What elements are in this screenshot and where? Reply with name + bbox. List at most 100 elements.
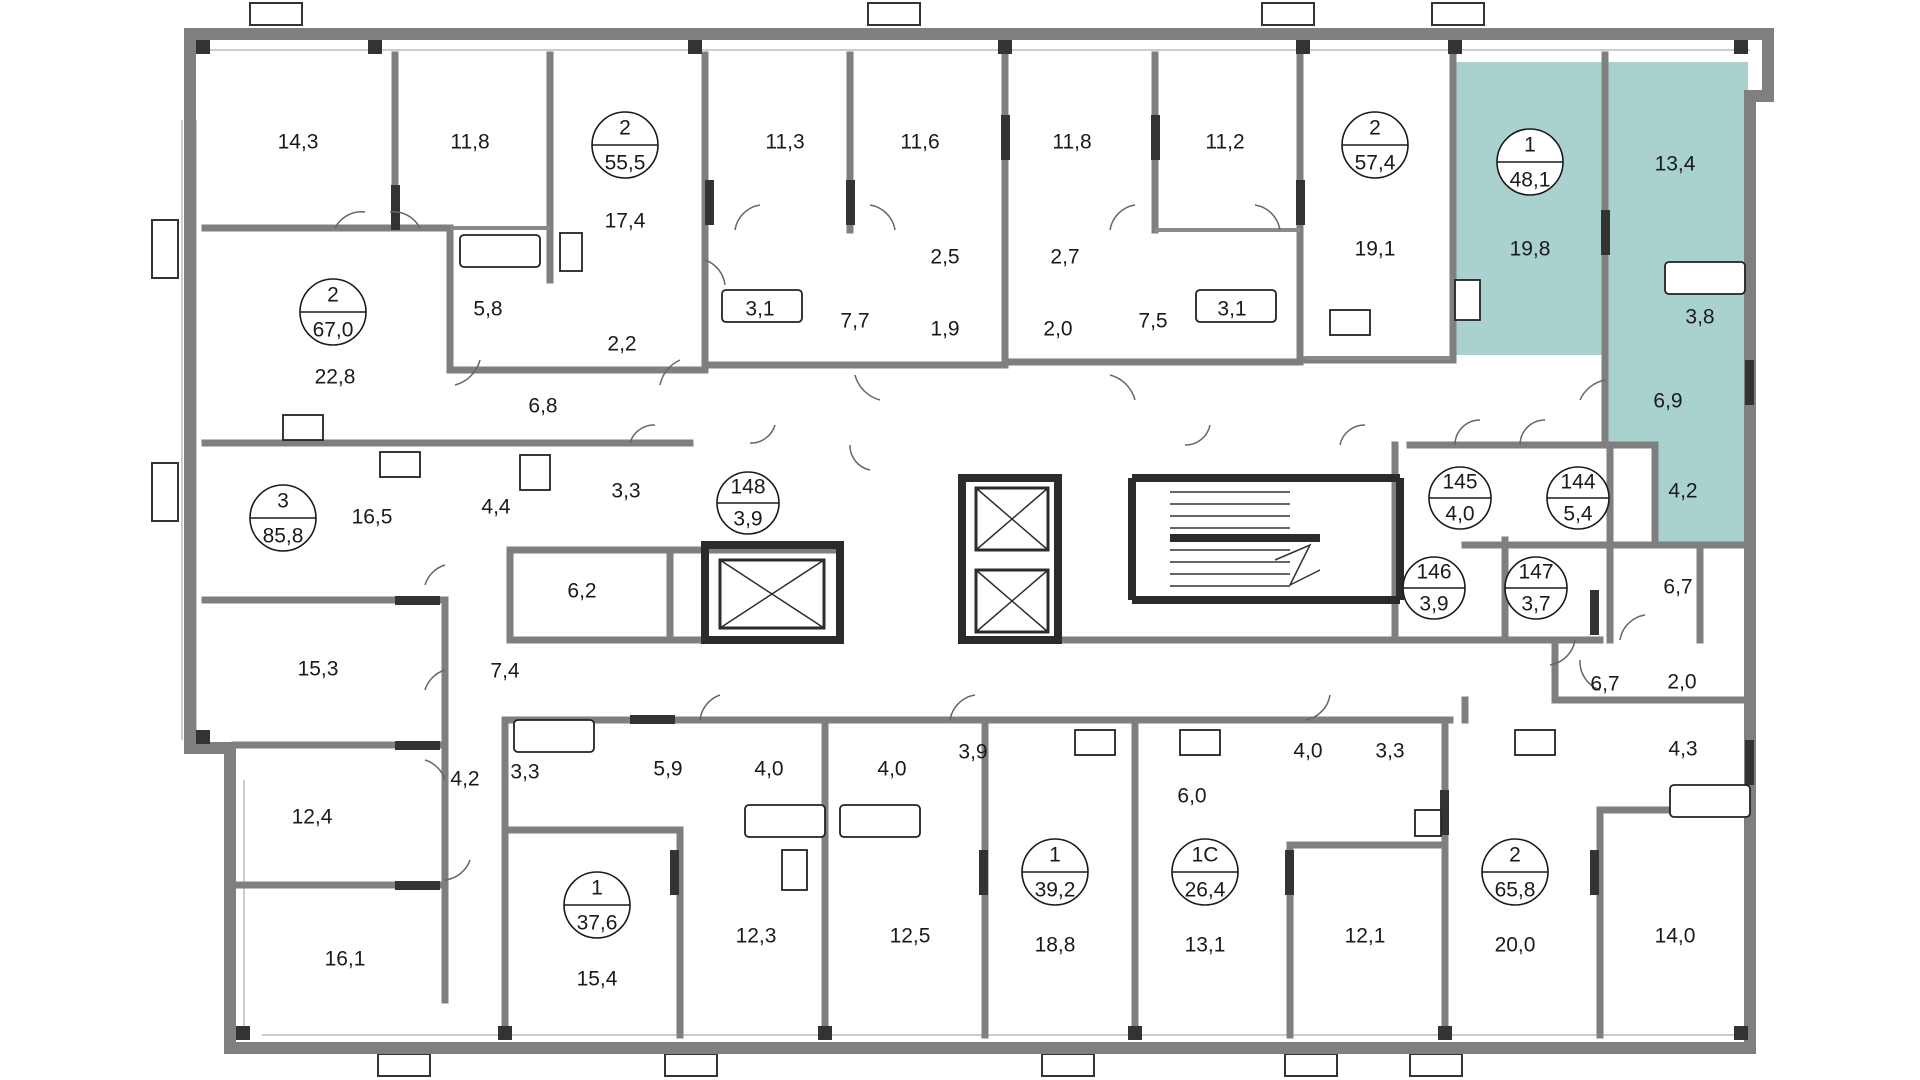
sink-icon xyxy=(559,232,583,272)
room-area: 5,9 xyxy=(653,758,682,781)
shower-icon xyxy=(1414,809,1442,837)
room-area: 3,1 xyxy=(1217,298,1246,321)
room-area: 14,3 xyxy=(278,131,319,154)
storage-number: 146 xyxy=(1416,561,1451,584)
kitchen-sink-icon xyxy=(1074,729,1116,756)
room-area: 11,8 xyxy=(1052,131,1091,154)
room-area: 2,7 xyxy=(1050,246,1079,269)
room-area: 20,0 xyxy=(1495,934,1536,957)
storage-area: 3,7 xyxy=(1521,593,1550,616)
room-area: 4,3 xyxy=(1668,738,1697,761)
room-area: 3,3 xyxy=(1375,740,1404,763)
bathtub-icon xyxy=(839,804,921,838)
room-area: 3,9 xyxy=(958,741,987,764)
kitchen-sink-icon xyxy=(1179,729,1221,756)
room-area: 11,3 xyxy=(765,131,804,154)
bathtub-icon xyxy=(744,804,826,838)
room-area: 1,9 xyxy=(930,318,959,341)
room-area: 4,0 xyxy=(877,758,906,781)
storage-number: 148 xyxy=(730,476,765,499)
storage-area: 3,9 xyxy=(733,508,762,531)
fixtures xyxy=(282,232,1751,891)
apartment-area: 85,8 xyxy=(263,525,304,548)
room-area: 4,0 xyxy=(1293,740,1322,763)
room-area: 6,7 xyxy=(1590,673,1619,696)
apartment-area: 57,4 xyxy=(1355,152,1396,175)
room-area: 11,8 xyxy=(450,131,489,154)
elevator-core xyxy=(701,474,1404,644)
room-area: 6,9 xyxy=(1653,390,1682,413)
room-area: 2,2 xyxy=(607,333,636,356)
room-area: 19,8 xyxy=(1510,238,1551,261)
room-area: 13,4 xyxy=(1655,153,1696,176)
room-area: 11,2 xyxy=(1205,131,1244,154)
room-area: 7,4 xyxy=(490,660,520,683)
room-area: 16,1 xyxy=(325,948,366,971)
kitchen-sink-icon xyxy=(781,849,808,891)
storage-badge[interactable]: 148 3,9 xyxy=(716,471,780,535)
bathtub-icon xyxy=(459,234,541,268)
room-area: 22,8 xyxy=(315,366,356,389)
apartment-badge[interactable]: 1 37,6 xyxy=(563,871,631,939)
storage-area: 5,4 xyxy=(1563,503,1593,526)
apartment-badge[interactable]: 2 65,8 xyxy=(1481,838,1549,906)
room-area: 6,0 xyxy=(1177,785,1206,808)
apartment-badges: 2 55,5 2 57,4 1 48,1 2 67,0 3 85,8 xyxy=(249,111,1564,939)
apartment-badge[interactable]: 1 48,1 xyxy=(1496,128,1564,196)
apartment-rooms: 1 xyxy=(1049,844,1061,867)
storage-badge[interactable]: 144 5,4 xyxy=(1546,466,1610,530)
room-area: 2,0 xyxy=(1667,671,1696,694)
apartment-area: 67,0 xyxy=(313,319,354,342)
storage-number: 144 xyxy=(1560,471,1595,494)
apartment-badge[interactable]: 2 67,0 xyxy=(299,278,367,346)
kitchen-sink-icon xyxy=(1514,729,1556,756)
room-area: 6,8 xyxy=(528,395,557,418)
apartment-rooms: 1 xyxy=(591,877,603,900)
storage-area: 4,0 xyxy=(1445,503,1474,526)
apartment-badge[interactable]: 3 85,8 xyxy=(249,484,317,552)
kitchen-sink-icon xyxy=(282,414,324,441)
room-area: 6,7 xyxy=(1663,576,1692,599)
room-area: 19,1 xyxy=(1355,238,1396,261)
room-area: 18,8 xyxy=(1035,934,1076,957)
room-area: 4,2 xyxy=(450,768,479,791)
storage-badge[interactable]: 145 4,0 xyxy=(1428,466,1492,530)
bathtub-icon xyxy=(721,289,803,323)
kitchen-sink-icon xyxy=(1454,279,1481,321)
storage-badge[interactable]: 147 3,7 xyxy=(1504,556,1568,620)
bathtub-icon xyxy=(1195,289,1277,323)
room-area: 12,3 xyxy=(736,925,777,948)
apartment-rooms: 1 xyxy=(1524,134,1536,157)
room-area: 3,1 xyxy=(745,298,774,321)
room-area: 17,4 xyxy=(605,210,646,233)
storage-badge[interactable]: 146 3,9 xyxy=(1402,556,1466,620)
apartment-area: 48,1 xyxy=(1510,169,1551,192)
room-area: 15,3 xyxy=(298,658,339,681)
apartment-badge[interactable]: 2 55,5 xyxy=(591,111,659,179)
apartment-rooms: 3 xyxy=(277,490,289,513)
apartment-rooms: 2 xyxy=(1509,844,1521,867)
room-area: 4,2 xyxy=(1668,480,1697,503)
room-area: 2,0 xyxy=(1043,318,1072,341)
apartment-badge[interactable]: 1 39,2 xyxy=(1021,838,1089,906)
apartment-rooms: 2 xyxy=(327,284,339,307)
room-area: 16,5 xyxy=(352,506,393,529)
room-area: 4,0 xyxy=(754,758,783,781)
room-area: 12,1 xyxy=(1345,925,1386,948)
doors xyxy=(334,204,1646,881)
room-area: 15,4 xyxy=(577,968,618,991)
apartment-badge[interactable]: 1С 26,4 xyxy=(1171,838,1239,906)
room-area: 11,6 xyxy=(900,131,939,154)
apartment-badge[interactable]: 2 57,4 xyxy=(1341,111,1409,179)
apartment-rooms: 2 xyxy=(1369,117,1381,140)
room-area: 4,4 xyxy=(481,496,511,519)
room-area: 5,8 xyxy=(473,298,502,321)
kitchen-sink-icon xyxy=(379,451,421,478)
room-area: 2,5 xyxy=(930,246,959,269)
storage-number: 145 xyxy=(1442,471,1477,494)
walls xyxy=(184,28,1774,1054)
highlighted-apartment[interactable] xyxy=(1453,62,1748,545)
storage-number: 147 xyxy=(1518,561,1553,584)
stairs xyxy=(1170,491,1321,587)
apartment-area: 26,4 xyxy=(1185,879,1226,902)
